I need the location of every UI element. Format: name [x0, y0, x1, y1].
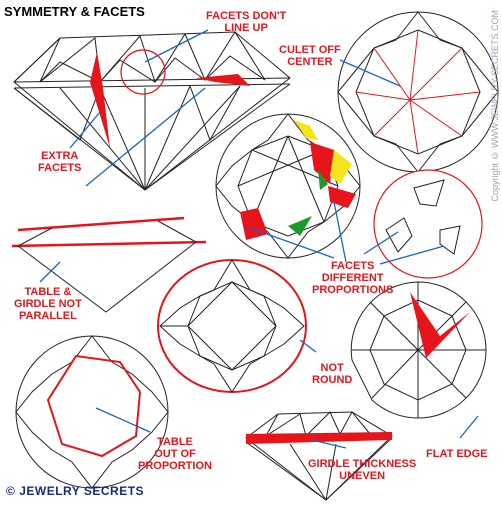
label-girdle-thickness-uneven: GIRDLE THICKNESS UNEVEN — [308, 458, 417, 482]
facet-red-top — [310, 142, 334, 184]
extra-facet-red-left — [90, 52, 110, 148]
facet-yellow-right — [330, 150, 352, 184]
leader-flat-edge — [459, 415, 479, 439]
leader-not-round — [299, 339, 317, 353]
extra-facet-red-right — [196, 74, 250, 86]
facets-closeup-shapes — [385, 179, 461, 255]
label-facets-dont-line-up: FACETS DON'T LINE UP — [206, 10, 287, 34]
culet-star-lines — [355, 29, 481, 155]
side-profile-diamond-extra-facets — [13, 31, 291, 191]
leader-girdle — [311, 439, 347, 449]
facet-yellow-top — [294, 120, 318, 140]
profile-not-parallel — [11, 216, 207, 313]
facets-misaligned-circle — [120, 49, 166, 95]
facet-green-right — [318, 170, 328, 190]
page-title: SYMMETRY & FACETS — [4, 4, 145, 19]
round-diamond-flat-edge — [350, 281, 487, 419]
copyright-icon: © — [6, 484, 16, 498]
leaders-top-left — [69, 29, 209, 187]
label-not-round: NOT ROUND — [312, 362, 353, 386]
flat-edge-red-facets — [410, 292, 470, 358]
copyright-watermark: Copyright © WWW.JEWELRY-SECRETS.COM — [490, 10, 500, 202]
round-diamond-not-round — [157, 259, 307, 393]
leader-culet — [339, 59, 401, 87]
table-outline-red — [46, 354, 142, 458]
label-extra-facets: EXTRA FACETS — [38, 150, 82, 174]
leaders-proportions — [249, 201, 445, 265]
girdle-red-band — [246, 432, 392, 444]
leader-not-parallel — [39, 261, 61, 283]
label-table-girdle-not-parallel: TABLE & GIRDLE NOT PARALLEL — [14, 286, 82, 322]
label-culet-off-center: CULET OFF CENTER — [279, 44, 341, 68]
facet-green-bottom — [288, 216, 312, 236]
leader-table — [95, 407, 151, 433]
label-facets-different-proportions: FACETS DIFFERENT PROPORTIONS — [312, 260, 394, 296]
label-flat-edge: FLAT EDGE — [426, 448, 488, 460]
jewelry-secrets-logo: © JEWELRY SECRETS — [6, 484, 145, 498]
round-diamond-table — [15, 335, 169, 489]
label-table-out-of-proportion: TABLE OUT OF PROPORTION — [138, 436, 212, 472]
round-diamond-center — [215, 113, 361, 259]
facet-red-right — [328, 186, 356, 208]
profile-girdle-uneven — [245, 411, 393, 501]
